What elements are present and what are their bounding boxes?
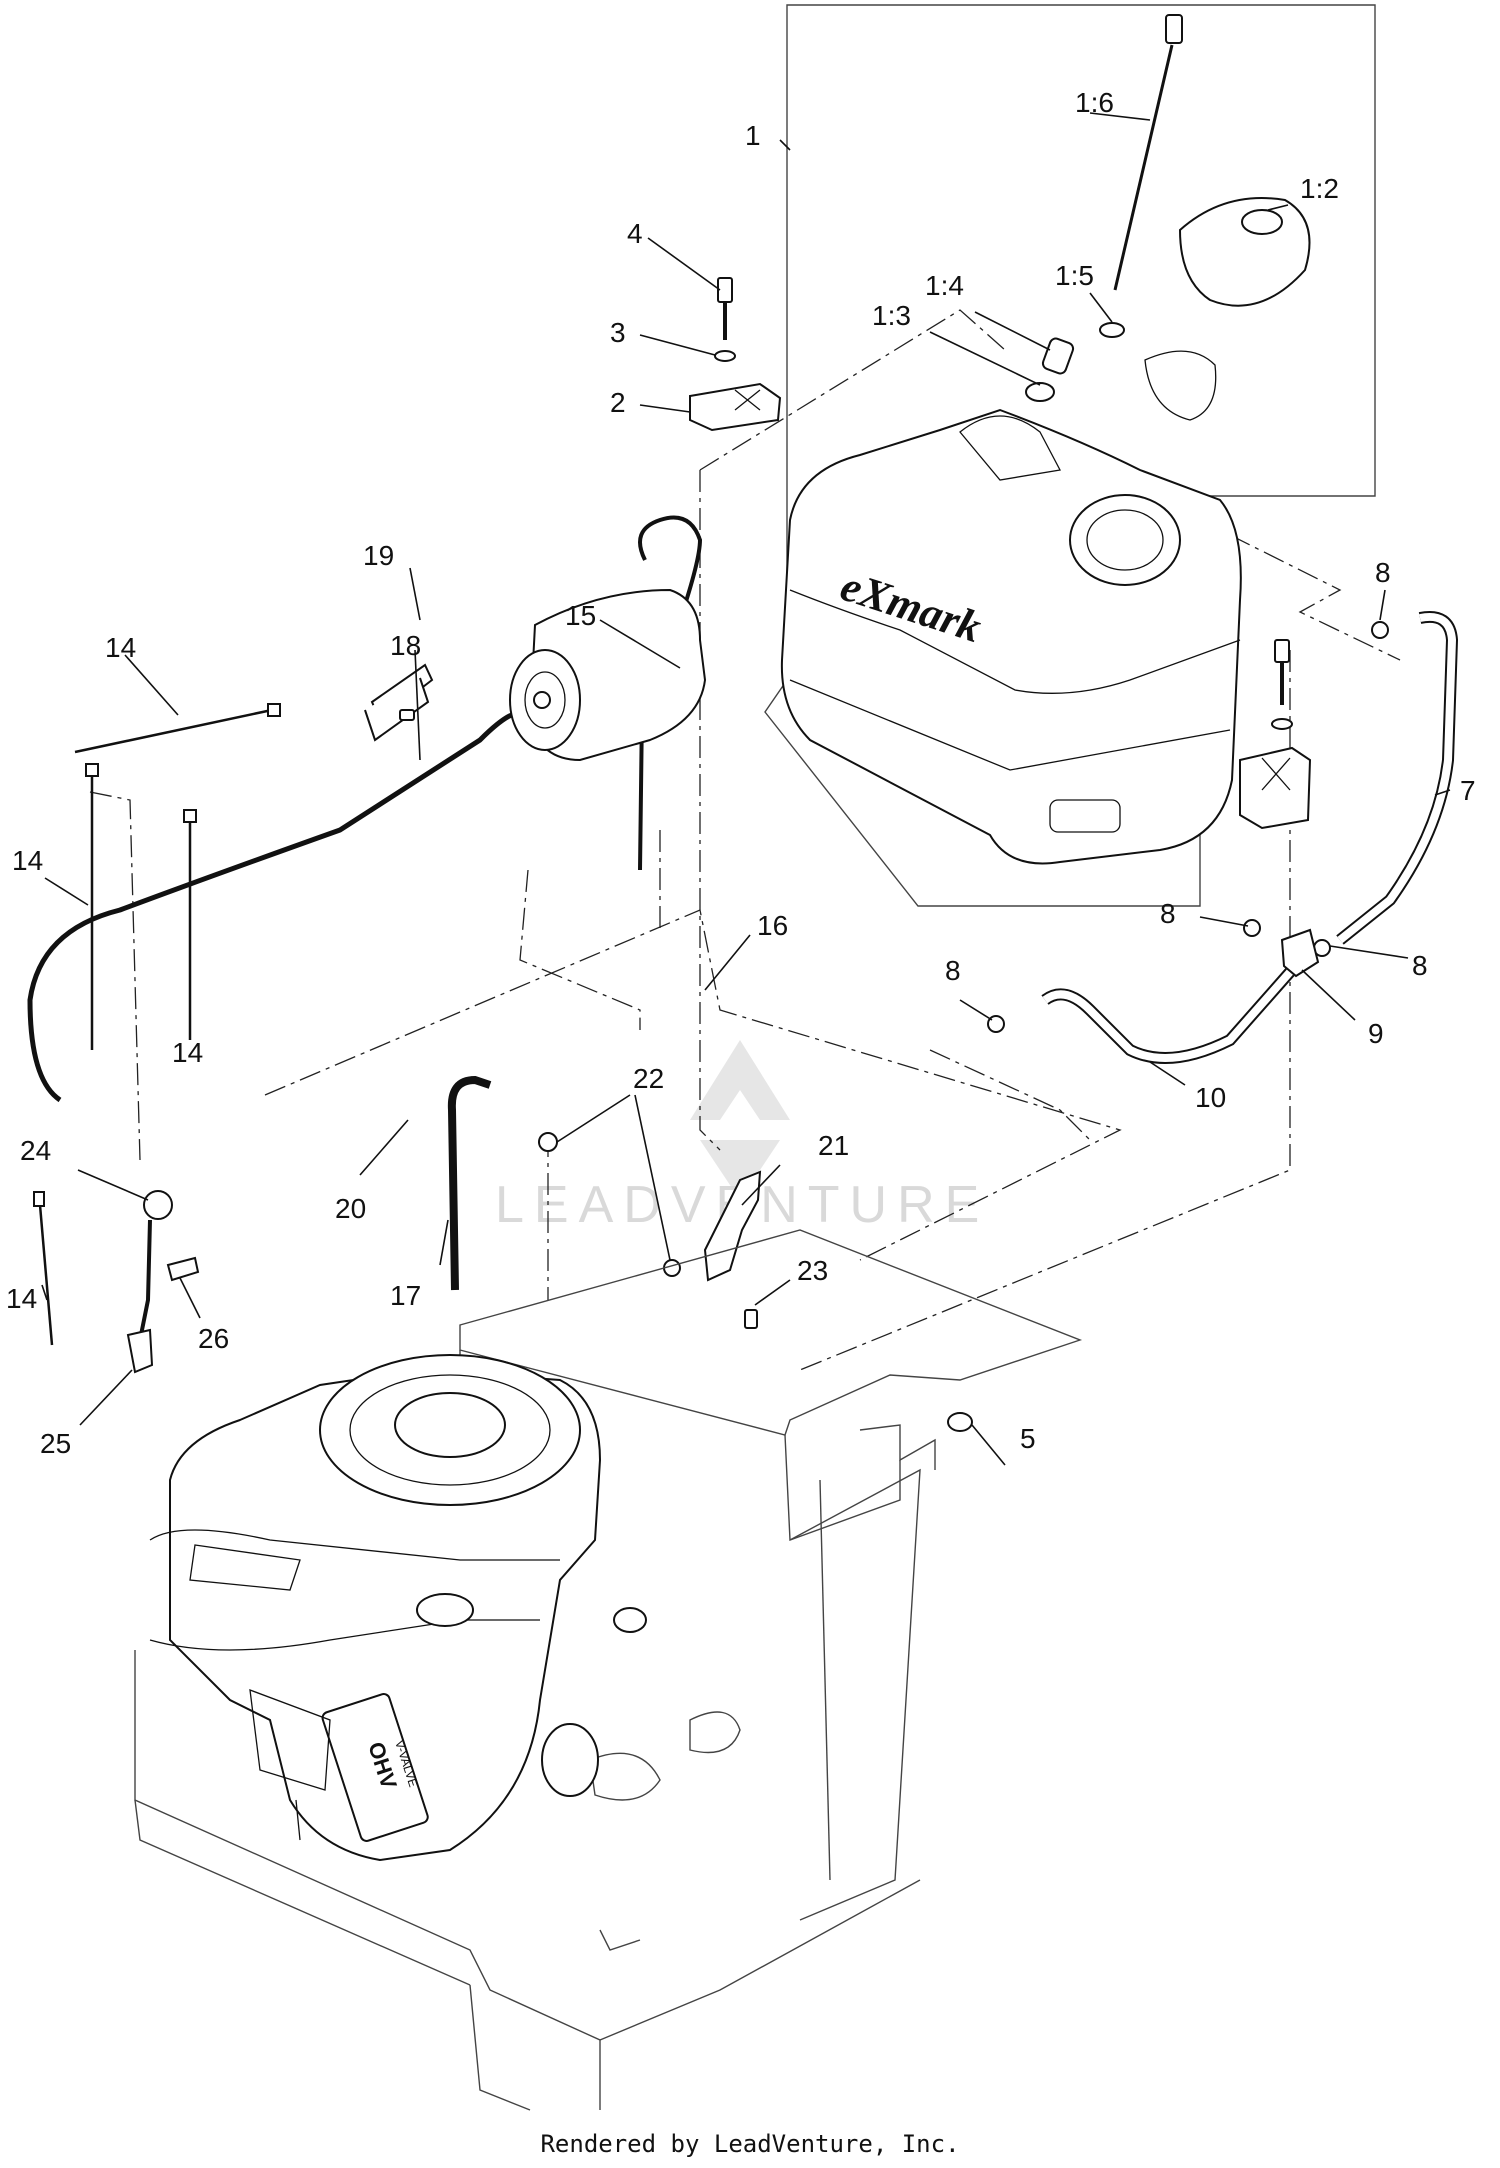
fuel-filter-16: [509, 588, 707, 762]
mower-frame: [134, 1229, 1083, 2111]
tank-kit-boundary: [764, 4, 1376, 907]
callout-4: 4: [627, 218, 643, 249]
engine: OHV V-VALVE: [149, 1354, 647, 1862]
callout-8-right: 8: [1412, 950, 1428, 981]
fuel-shutoff-valve: [1280, 928, 1320, 978]
callout-21: 21: [818, 1130, 849, 1161]
grommet-part: [1099, 322, 1125, 338]
callout-2: 2: [610, 387, 626, 418]
callout-10: 10: [1195, 1082, 1226, 1113]
callout-18: 18: [390, 630, 421, 661]
fuel-tank: eXmark: [780, 408, 1242, 865]
callout-1-2: 1:2: [1300, 173, 1339, 204]
filter-bracket-19: [364, 663, 434, 742]
callout-7: 7: [1460, 775, 1476, 806]
hardware-22-23-5: [538, 1132, 973, 1432]
callout-14-bottom: 14: [6, 1283, 37, 1314]
callout-16: 16: [757, 910, 788, 941]
leader-lines: [41, 112, 1451, 1466]
callout-8-left: 8: [945, 955, 961, 986]
callout-labels: 1 1:2 1:6 1:4 1:3 1:5 4 3 2 5 7 8 8 8 8 …: [6, 87, 1476, 1459]
hose-17: [447, 1075, 492, 1291]
callout-8-top: 8: [1375, 557, 1391, 588]
tank-bracket-right: [1239, 746, 1312, 830]
callout-14-top: 14: [105, 632, 136, 663]
tank-bracket-left: [689, 382, 782, 432]
callout-1-4: 1:4: [925, 270, 964, 301]
vent-parts: [1025, 337, 1075, 402]
callout-5: 5: [1020, 1423, 1036, 1454]
callout-24: 24: [20, 1135, 51, 1166]
callout-19: 19: [363, 540, 394, 571]
callout-14-left: 14: [12, 845, 43, 876]
callout-1-3: 1:3: [872, 300, 911, 331]
fuel-line-18: [27, 710, 531, 1103]
fuel-hose-10: [1041, 968, 1295, 1064]
callout-1-5: 1:5: [1055, 260, 1094, 291]
vent-parts-24-26: [126, 1190, 200, 1374]
zip-ties: [33, 703, 281, 1346]
callout-3: 3: [610, 317, 626, 348]
callout-9: 9: [1368, 1018, 1384, 1049]
render-credit: Rendered by LeadVenture, Inc.: [540, 2130, 960, 2158]
callout-25: 25: [40, 1428, 71, 1459]
bolt-right: [1271, 639, 1293, 730]
callout-8-mid: 8: [1160, 898, 1176, 929]
callout-1: 1: [745, 120, 761, 151]
bolt-left: [714, 277, 736, 362]
callout-22: 22: [633, 1063, 664, 1094]
callout-14-mid: 14: [172, 1037, 203, 1068]
callout-17: 17: [390, 1280, 421, 1311]
callout-26: 26: [198, 1323, 229, 1354]
callout-23: 23: [797, 1255, 828, 1286]
fuel-hose-7: [1336, 611, 1459, 945]
callout-1-6: 1:6: [1075, 87, 1114, 118]
dipstick-part: [1113, 14, 1183, 291]
callout-20: 20: [335, 1193, 366, 1224]
callout-15: 15: [565, 600, 596, 631]
fuel-cap-part: [1144, 197, 1311, 421]
